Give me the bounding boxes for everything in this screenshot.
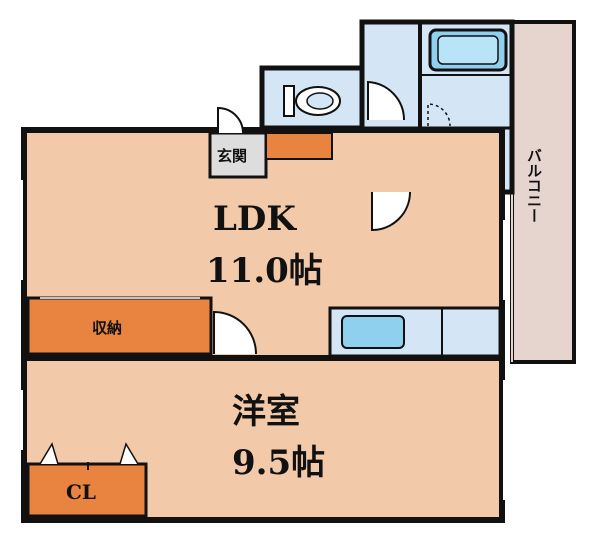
ldk-size: 11.0帖 [206, 251, 323, 291]
balcony [510, 20, 576, 364]
entrance-label: 玄関 [217, 147, 247, 165]
western-name: 洋室 [232, 392, 300, 432]
entrance [208, 131, 268, 179]
storage-label: 収納 [92, 319, 122, 337]
closet-label: CL [66, 480, 96, 504]
shoe-cabinet [265, 132, 333, 160]
western-size: 9.5帖 [232, 443, 325, 483]
bathtub-icon [428, 28, 508, 72]
door-swing-icon [367, 80, 406, 121]
toilet-icon [283, 85, 341, 117]
balcony-label: バルコニー [525, 148, 543, 223]
kitchen-sink-icon [328, 306, 502, 358]
ldk-name: LDK [213, 199, 297, 239]
